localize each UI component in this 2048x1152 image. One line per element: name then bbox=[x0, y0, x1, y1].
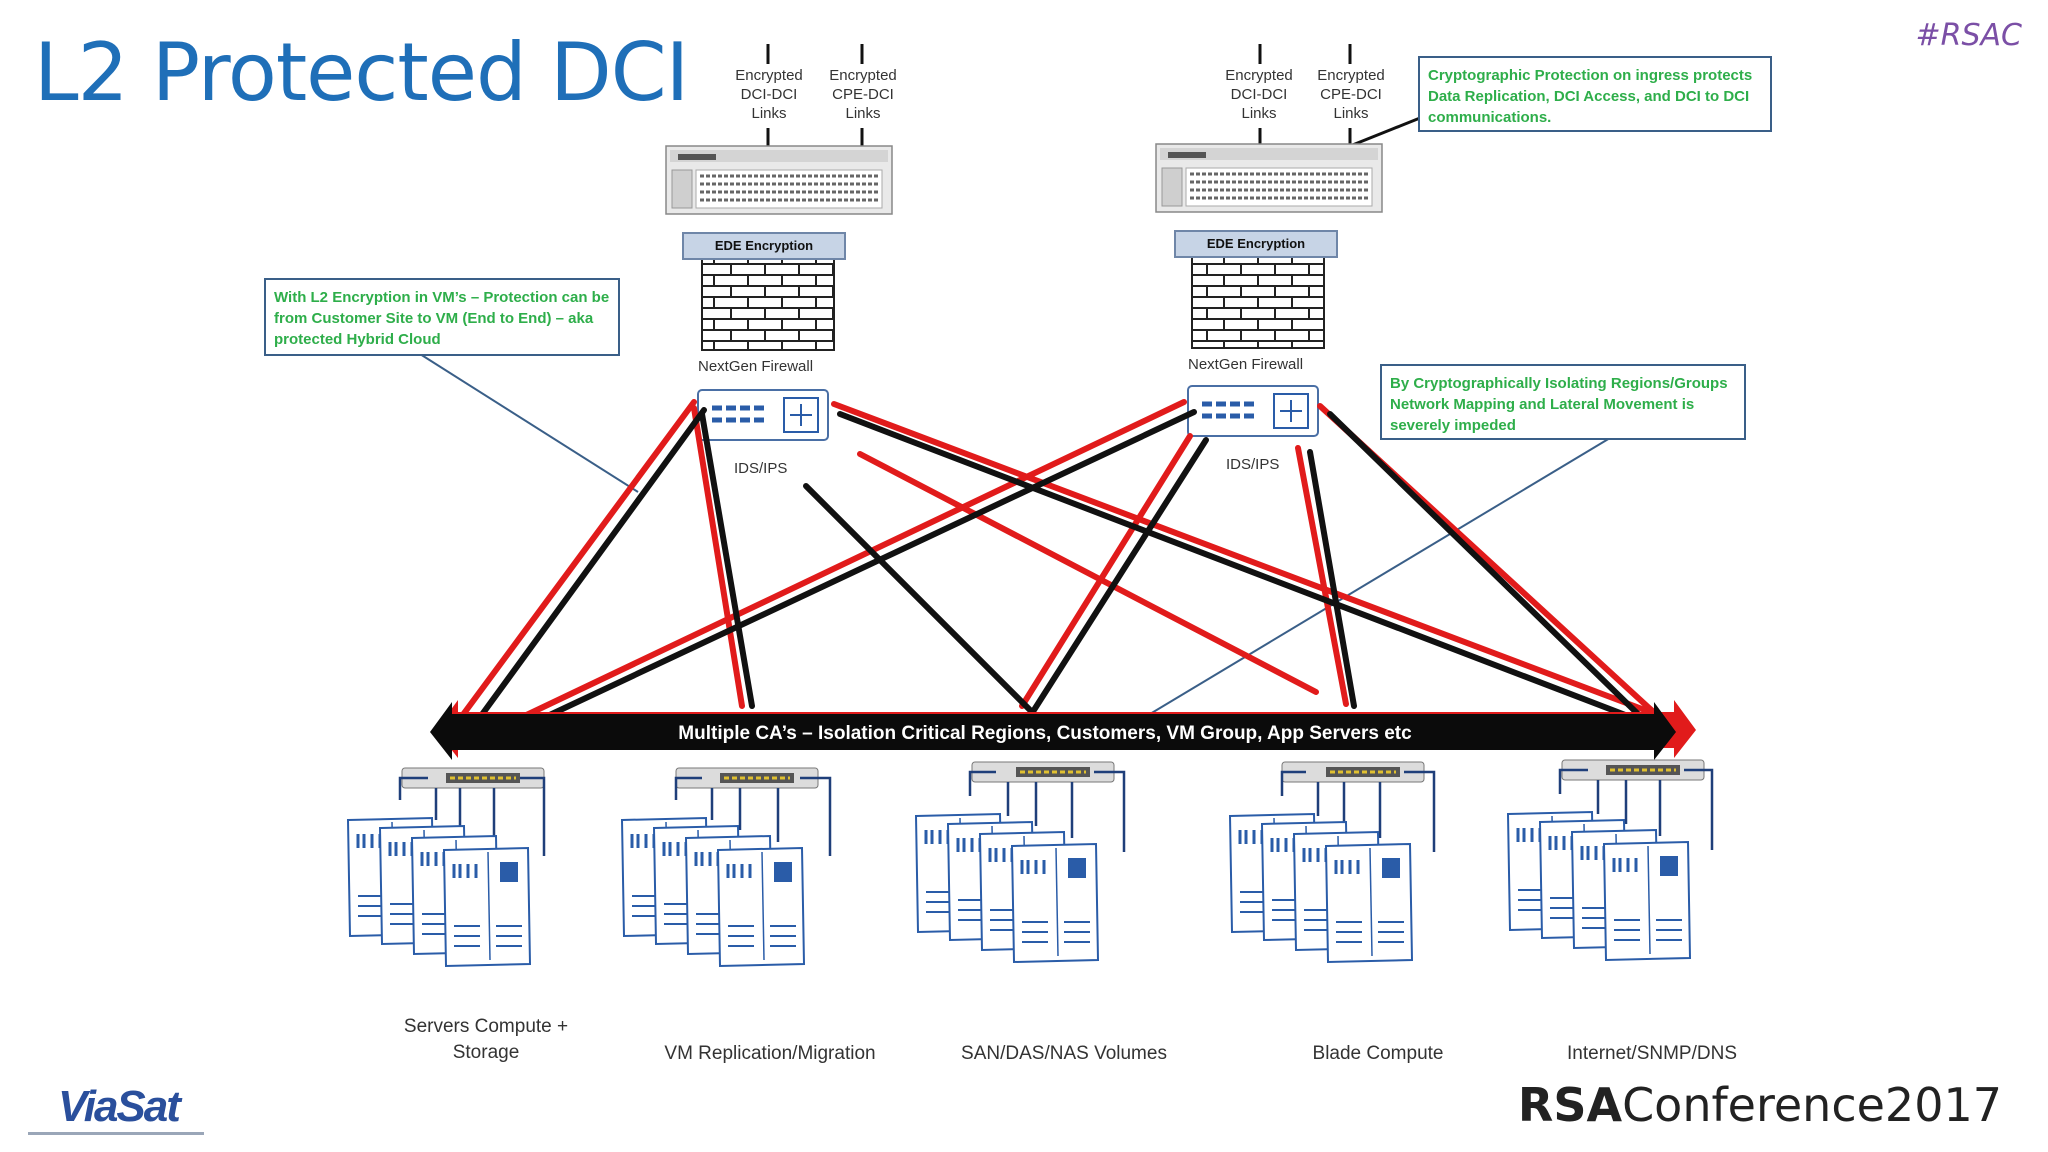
uplink-stubs bbox=[766, 44, 1421, 148]
group-label-internet-snmp-dns: Internet/SNMP/DNS bbox=[1567, 1043, 1737, 1064]
server-group-5 bbox=[1508, 758, 1714, 960]
ids-label-left: IDS/IPS bbox=[734, 460, 788, 477]
rsa-brand: RSA bbox=[1517, 1078, 1623, 1132]
rsa-conference-logo: RSAConference2017 bbox=[1518, 1078, 2002, 1132]
router-chassis-left bbox=[664, 144, 894, 216]
firewall-label-right: NextGen Firewall bbox=[1188, 356, 1304, 373]
server-group-1 bbox=[348, 766, 546, 966]
ca-bus bbox=[430, 700, 1696, 760]
hashtag: #RSAC bbox=[1915, 18, 2023, 53]
slide-title: L2 Protected DCI bbox=[34, 26, 689, 119]
ids-ips-right bbox=[1187, 385, 1319, 437]
ede-encryption-left: EDE Encryption bbox=[682, 232, 846, 260]
group-label-servers-compute: Servers Compute + Storage bbox=[403, 1016, 569, 1063]
callout-pointers bbox=[419, 353, 1611, 715]
group-label-san-das-nas: SAN/DAS/NAS Volumes bbox=[961, 1043, 1167, 1064]
server-group-2 bbox=[622, 766, 832, 966]
ede-encryption-right: EDE Encryption bbox=[1174, 230, 1338, 258]
callout-crypto-ingress: Cryptographic Protection on ingress prot… bbox=[1418, 56, 1772, 132]
firewall-left bbox=[701, 257, 835, 351]
server-group-4 bbox=[1230, 760, 1436, 962]
label-encrypted-cpe-dci-left: Encrypted CPE-DCI Links bbox=[829, 67, 897, 122]
group-label-blade-compute: Blade Compute bbox=[1312, 1043, 1444, 1064]
link-mesh bbox=[459, 399, 1663, 731]
rsa-conference-name: Conference2017 bbox=[1622, 1078, 2002, 1132]
firewall-label-left: NextGen Firewall bbox=[698, 358, 814, 375]
callout-l2-vm-encryption: With L2 Encryption in VM’s – Protection … bbox=[264, 278, 620, 356]
label-encrypted-cpe-dci-right: Encrypted CPE-DCI Links bbox=[1317, 67, 1385, 122]
router-chassis-right bbox=[1154, 142, 1384, 214]
firewall-right bbox=[1191, 255, 1325, 349]
server-group-3 bbox=[916, 760, 1126, 962]
label-encrypted-dci-dci-right: Encrypted DCI-DCI Links bbox=[1225, 67, 1293, 122]
ca-bus-label: Multiple CA’s – Isolation Critical Regio… bbox=[678, 723, 1412, 744]
viasat-logo: ViaSat bbox=[58, 1082, 181, 1131]
ids-label-right: IDS/IPS bbox=[1226, 456, 1280, 473]
viasat-logo-underline bbox=[28, 1132, 204, 1135]
label-encrypted-dci-dci-left: Encrypted DCI-DCI Links bbox=[735, 67, 803, 122]
group-label-vm-replication: VM Replication/Migration bbox=[664, 1043, 876, 1064]
ids-ips-left bbox=[697, 389, 829, 441]
callout-isolation: By Cryptographically Isolating Regions/G… bbox=[1380, 364, 1746, 440]
